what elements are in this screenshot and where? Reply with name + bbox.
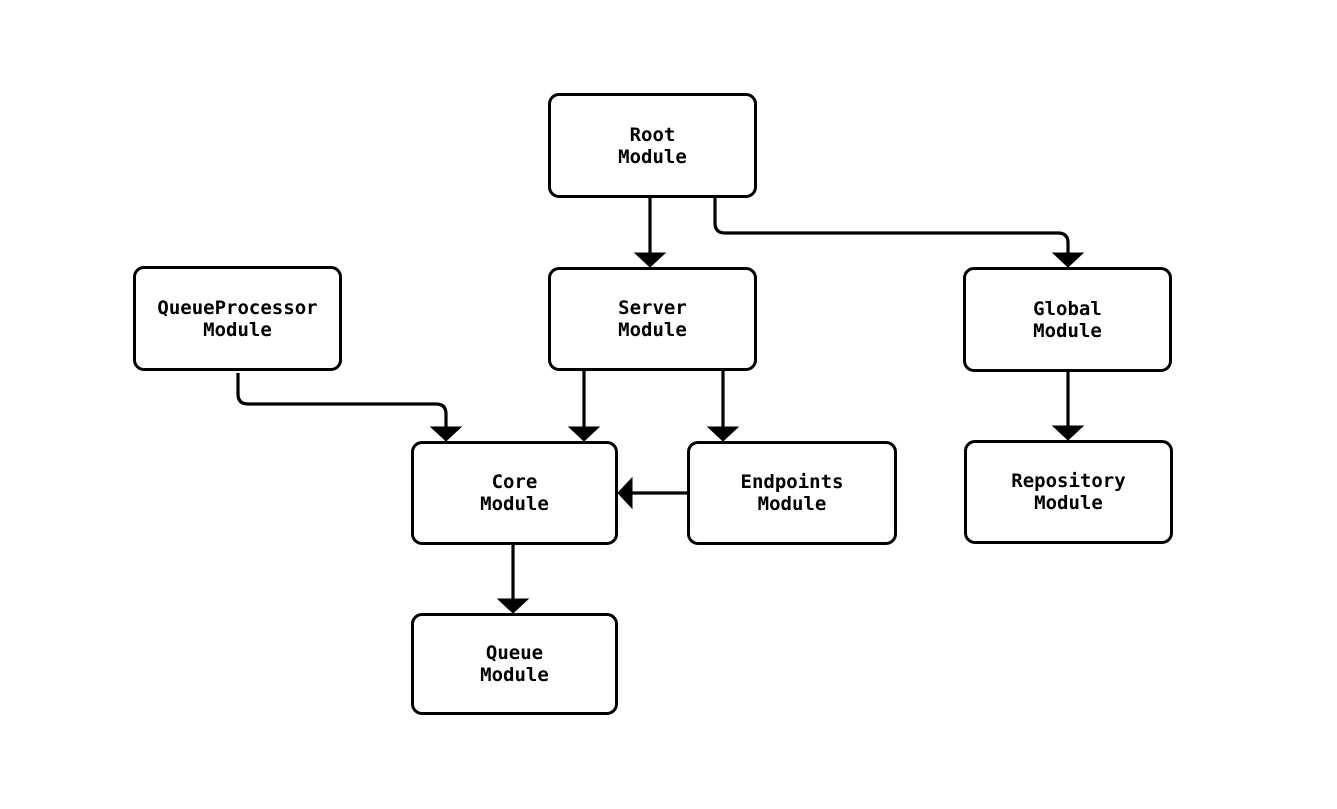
edge-line: [713, 198, 1070, 255]
edge-root-to-global: [713, 198, 1085, 268]
arrowhead-down-icon: [496, 598, 530, 614]
node-repository-module: Repository Module: [964, 440, 1173, 544]
edge-queueprocessor-to-core: [236, 373, 463, 442]
edge-line: [236, 373, 448, 429]
node-root-module: Root Module: [548, 93, 757, 198]
edge-endpoints-to-core: [617, 476, 687, 510]
node-queueprocessor-module: QueueProcessor Module: [133, 266, 342, 371]
arrowhead-down-icon: [706, 426, 740, 442]
arrowhead-down-icon: [567, 426, 601, 442]
edge-server-to-endpoints: [706, 371, 740, 442]
arrowhead-down-icon: [1051, 425, 1085, 441]
node-core-module: Core Module: [411, 441, 618, 545]
arrowhead-down-icon: [1051, 252, 1085, 268]
edge-core-to-queue: [496, 545, 530, 614]
arrowhead-down-icon: [429, 426, 463, 442]
edge-root-to-server: [633, 198, 667, 268]
node-global-module: Global Module: [963, 267, 1172, 372]
arrowhead-down-icon: [633, 252, 667, 268]
node-queue-module: Queue Module: [411, 613, 618, 715]
edge-global-to-repository: [1051, 372, 1085, 441]
arrowhead-left-icon: [617, 476, 633, 510]
edge-server-to-core: [567, 371, 601, 442]
node-endpoints-module: Endpoints Module: [687, 441, 897, 545]
node-server-module: Server Module: [548, 267, 757, 371]
